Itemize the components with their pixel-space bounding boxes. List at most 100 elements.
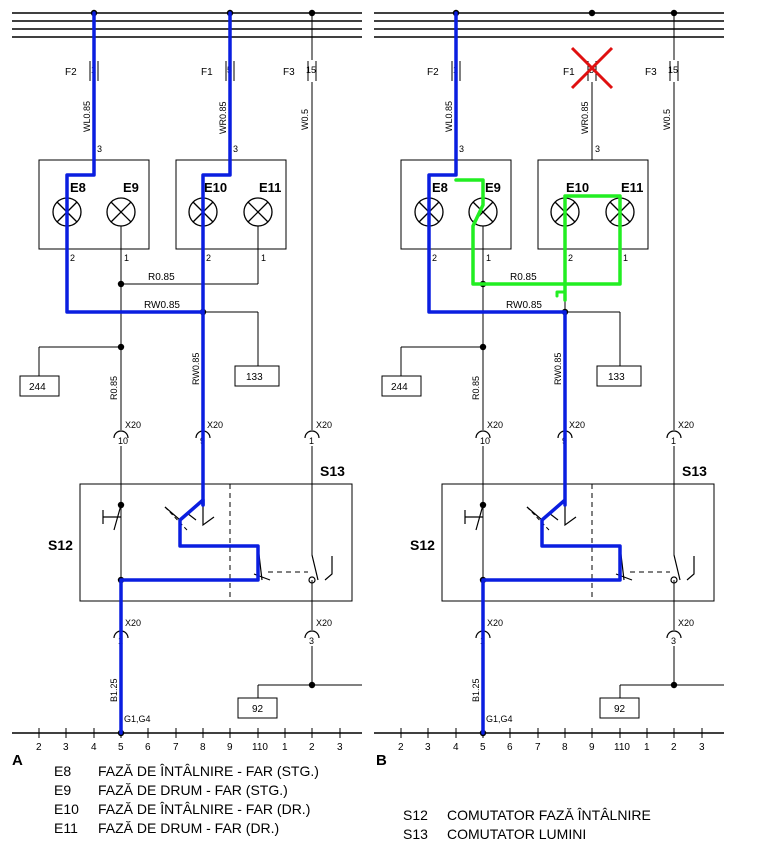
legend-code: E11: [54, 820, 78, 836]
ruler-label: 2: [671, 742, 677, 753]
junction-dot: [479, 343, 487, 351]
pin-label: 3: [595, 144, 600, 154]
ruler-label: 2: [36, 742, 42, 753]
junction-dot: [117, 280, 125, 288]
wire-label: WL0.85: [82, 101, 92, 132]
wire-label: B1.25: [471, 678, 481, 702]
wire-label: WL0.85: [444, 101, 454, 132]
connector-icon: 3: [304, 630, 320, 646]
connector-arc: [304, 630, 320, 639]
wire-label: RW0.85: [506, 300, 542, 311]
connector-label: X20: [125, 420, 141, 430]
ruler-label: 3: [425, 742, 431, 753]
connector-number: 10: [480, 436, 490, 446]
ruler-label: 4: [453, 742, 459, 753]
lamp-icon: [106, 197, 136, 227]
legend-text: FAZĂ DE DRUM - FAR (DR.): [98, 820, 280, 836]
connector-number: 3: [309, 636, 314, 646]
ground-label: G1,G4: [486, 714, 513, 724]
fuse-icon: [89, 61, 99, 81]
box-label: 244: [391, 382, 408, 393]
lamp-label-e9: E9: [123, 180, 139, 195]
box-92: [599, 697, 640, 719]
fuse-body: [89, 61, 99, 81]
junction-dot: [117, 343, 125, 351]
pin-label: 1: [124, 253, 129, 263]
ruler-label: 3: [63, 742, 69, 753]
fuse-code: F3: [283, 67, 295, 78]
connector-label: X20: [678, 618, 694, 628]
ruler-label: 6: [145, 742, 151, 753]
pin-label: 2: [206, 253, 211, 263]
connector-arc: [666, 630, 682, 639]
ruler-label: 1: [282, 742, 288, 753]
bus-junction: [588, 9, 596, 17]
wire-label: WR0.85: [218, 101, 228, 134]
connector-arc: [475, 430, 491, 439]
lamp-label-e11: E11: [259, 180, 281, 195]
box-label: 92: [252, 704, 264, 715]
lamp-label-e10: E10: [204, 180, 227, 195]
fuse-body: [451, 61, 461, 81]
connector-number: 3: [671, 636, 676, 646]
connector-number: 1: [671, 436, 676, 446]
legend-text: COMUTATOR FAZĂ ÎNTÂLNIRE: [447, 807, 651, 823]
pin-label: 1: [486, 253, 491, 263]
connector-label: X20: [316, 618, 332, 628]
connector-arc: [113, 430, 129, 439]
pin-label: 3: [233, 144, 238, 154]
ruler-label: 9: [227, 742, 233, 753]
fuse-code: F3: [645, 67, 657, 78]
connector-arc: [304, 430, 320, 439]
wire-label: B1.25: [109, 678, 119, 702]
legend-code: E9: [54, 782, 72, 798]
connector-number: 1: [309, 436, 314, 446]
headlamp-right-housing: [537, 159, 649, 250]
ruler-label: 6: [507, 742, 513, 753]
path-crossover: [555, 290, 567, 302]
lamp-icon: [243, 197, 273, 227]
connector-label: X20: [207, 420, 223, 430]
fuse-icon: [669, 61, 679, 81]
path-feedback-right: [563, 194, 622, 286]
connector-number: 10: [118, 436, 128, 446]
box-244: [381, 375, 422, 397]
path-low-beam-left: [65, 11, 205, 314]
switch-label-s12: S12: [410, 537, 435, 553]
junction-dot: [670, 681, 678, 689]
connector-label: X20: [487, 618, 503, 628]
switch-label-s12: S12: [48, 537, 73, 553]
pin-label: 2: [70, 253, 75, 263]
panel-a-letter: A: [12, 752, 23, 769]
pin-label: 1: [623, 253, 628, 263]
fuse-code: F1: [201, 67, 213, 78]
pin-label: 3: [459, 144, 464, 154]
connector-icon: 10: [113, 430, 129, 446]
legend-code: E10: [54, 801, 79, 817]
wire-label: RW0.85: [553, 353, 563, 385]
path-switch-ground: [119, 498, 260, 735]
pin-label: 3: [97, 144, 102, 154]
connector-icon: 10: [475, 430, 491, 446]
fuse-blown-icon: [570, 46, 614, 90]
wire-label: W0.5: [300, 109, 310, 130]
legend-text: COMUTATOR LUMINI: [447, 826, 587, 842]
ruler-label: 3: [699, 742, 705, 753]
lamp-label-e10: E10: [566, 180, 589, 195]
pin-label: 2: [432, 253, 437, 263]
ruler-label: 9: [589, 742, 595, 753]
connector-label: X20: [569, 420, 585, 430]
fuse-body: [307, 61, 317, 81]
wire-label: W0.5: [662, 109, 672, 130]
wire-label: R0.85: [148, 272, 175, 283]
switch-contact-icon: [102, 504, 122, 531]
fuse-code: F2: [427, 67, 439, 78]
ruler-label: 2: [398, 742, 404, 753]
legend-code: S12: [403, 807, 428, 823]
ruler-label: 5: [118, 742, 124, 753]
ruler-label: 8: [562, 742, 568, 753]
box-label: 133: [246, 372, 263, 383]
ruler-label: 110: [614, 742, 630, 753]
